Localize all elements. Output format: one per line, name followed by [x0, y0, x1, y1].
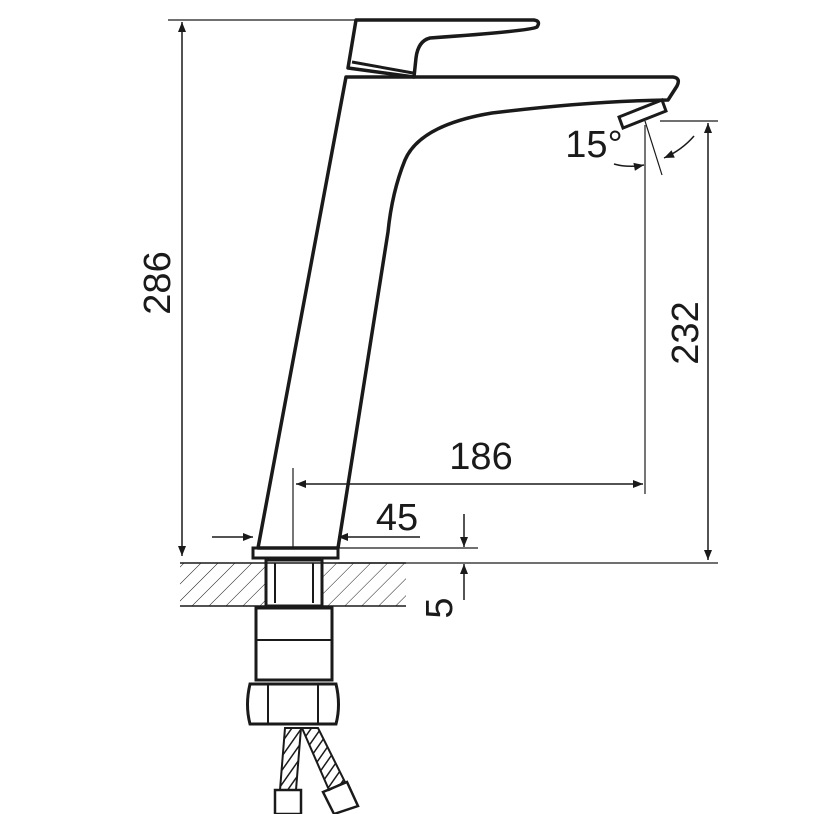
label-spout-height: 232	[665, 301, 707, 364]
dim-spout-angle: 15°	[565, 120, 695, 176]
dim-spout-reach: 186	[292, 125, 646, 548]
label-spout-angle: 15°	[565, 124, 622, 166]
faucet-body	[246, 18, 681, 726]
dim-spout-height: 232	[660, 120, 718, 560]
supply-hoses	[273, 727, 360, 814]
label-base-thickness: 5	[419, 597, 461, 618]
dim-total-height: 286	[137, 19, 356, 556]
label-spout-reach: 186	[449, 436, 512, 478]
dim-base-diameter: 45	[212, 497, 420, 541]
label-base-diameter: 45	[376, 497, 418, 539]
dim-base-thickness: 5	[338, 514, 718, 619]
countertop-section	[180, 562, 406, 607]
label-total-height: 286	[137, 251, 179, 314]
